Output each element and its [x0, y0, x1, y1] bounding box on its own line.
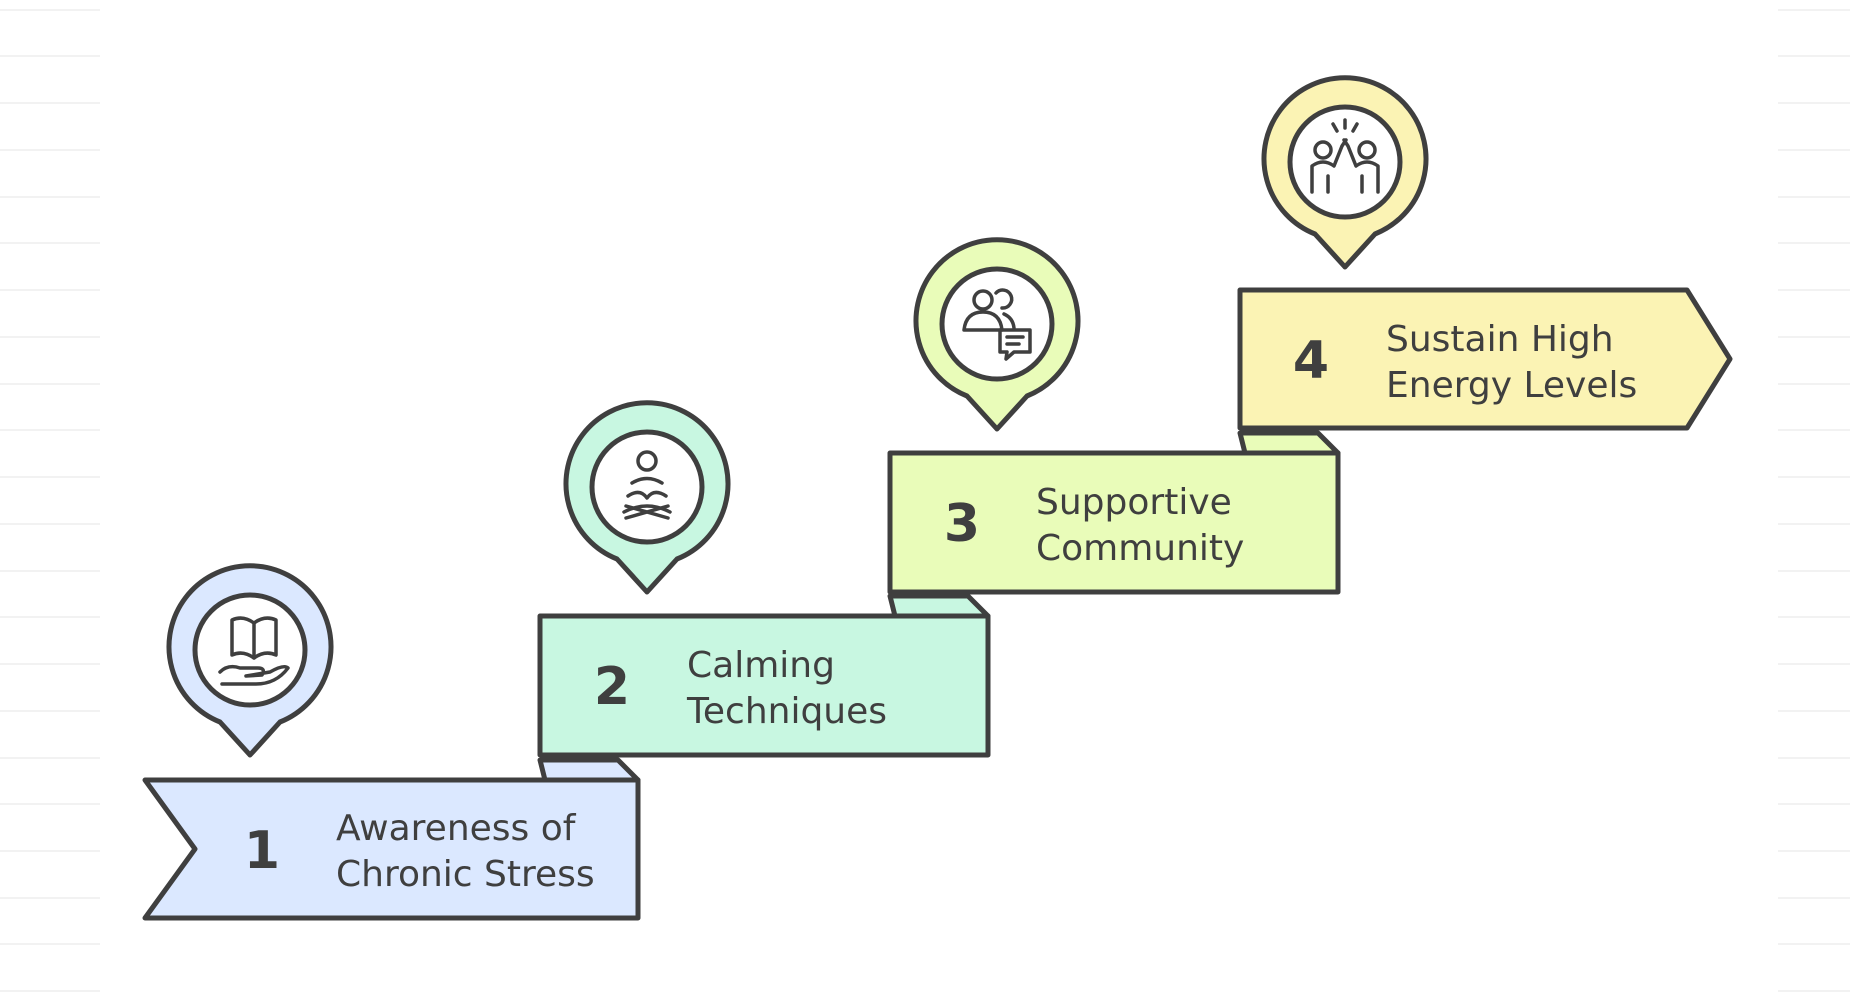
- people-chat-icon: [962, 288, 1032, 361]
- step-3-connector: [1237, 430, 1341, 456]
- step-1-number: 1: [244, 821, 280, 881]
- step-1-marker: [166, 563, 334, 758]
- step-2-label-line1: Calming: [687, 645, 835, 686]
- step-1-connector: [537, 757, 641, 783]
- step-1-banner: [142, 777, 641, 921]
- high-five-icon: [1310, 118, 1380, 194]
- step-3-label-line1: Supportive: [1036, 482, 1232, 523]
- step-2-marker: [563, 400, 731, 595]
- step-1-label-line2: Chronic Stress: [336, 854, 595, 895]
- step-2: 2 Calming Techniques: [537, 400, 991, 758]
- step-1-label-line1: Awareness of: [336, 808, 577, 849]
- step-4: 4 Sustain High Energy Levels: [1237, 75, 1733, 431]
- step-2-banner: [537, 613, 991, 758]
- step-2-number: 2: [594, 657, 630, 717]
- meditation-icon: [622, 450, 672, 520]
- step-3: 3 Supportive Community: [887, 237, 1341, 595]
- step-4-label-line1: Sustain High: [1386, 319, 1614, 360]
- open-book-in-hand-icon: [218, 616, 290, 686]
- step-4-marker: [1261, 75, 1429, 270]
- step-3-marker: [913, 237, 1081, 432]
- step-1: 1 Awareness of Chronic Stress: [142, 563, 641, 921]
- step-4-banner: [1237, 287, 1733, 431]
- step-3-number: 3: [944, 494, 980, 554]
- step-3-banner: [887, 450, 1341, 595]
- step-3-label-line2: Community: [1036, 528, 1244, 569]
- step-2-label-line2: Techniques: [686, 691, 887, 732]
- step-4-label-line2: Energy Levels: [1386, 365, 1637, 406]
- step-4-number: 4: [1293, 331, 1329, 391]
- step-2-connector: [887, 593, 991, 619]
